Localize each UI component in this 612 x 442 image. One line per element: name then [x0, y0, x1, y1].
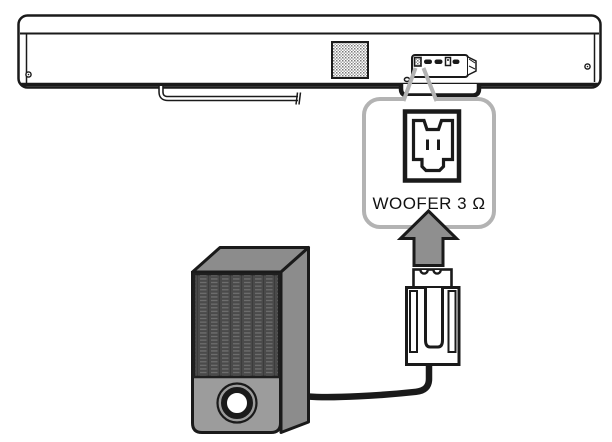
usb-port-icon — [444, 56, 452, 67]
usb-port-dot — [447, 59, 449, 61]
keyhole-mount-right-icon — [584, 63, 591, 70]
bass-port-outer-ring — [216, 382, 258, 424]
callout-border-gap — [404, 96, 436, 103]
callout-pointer-right — [421, 67, 439, 102]
callout-pointer-left — [401, 67, 418, 102]
woofer-socket-icon — [402, 109, 462, 183]
vent-grid-icon — [331, 41, 369, 79]
power-cord-icon — [158, 86, 302, 105]
plug-latch — [424, 288, 444, 349]
plug-contact-notch — [432, 269, 442, 275]
panel-wedge-hatch — [468, 65, 476, 70]
panel-side-wedge — [467, 56, 477, 76]
bass-port-icon — [221, 387, 253, 419]
cord-end-tick — [295, 92, 299, 105]
subwoofer-side-face — [279, 246, 310, 434]
woofer-callout: WOOFER 3 Ω — [362, 67, 496, 229]
woofer-plug-icon — [405, 268, 461, 366]
panel-wedge-hatch — [468, 58, 476, 64]
aux-port-icon — [424, 59, 432, 64]
subwoofer-icon — [191, 246, 310, 434]
woofer-cable — [304, 360, 433, 401]
subwoofer-grille — [192, 272, 281, 379]
soundbar-rear — [17, 14, 602, 105]
up-arrow-icon — [396, 208, 461, 267]
plug-rail-right — [447, 290, 457, 353]
connector-bay — [398, 84, 482, 98]
power-port-icon — [452, 59, 460, 64]
woofer-port-icon — [413, 56, 422, 67]
cord-end-tick — [298, 92, 302, 105]
woofer-socket-label: WOOFER 3 Ω — [372, 194, 485, 213]
plug-contact-notch — [419, 269, 429, 275]
keyhole-mount-left-icon — [25, 71, 32, 78]
soundbar-outline — [17, 14, 602, 89]
plug-rail-left — [409, 290, 418, 353]
optical-port-icon — [434, 59, 443, 64]
